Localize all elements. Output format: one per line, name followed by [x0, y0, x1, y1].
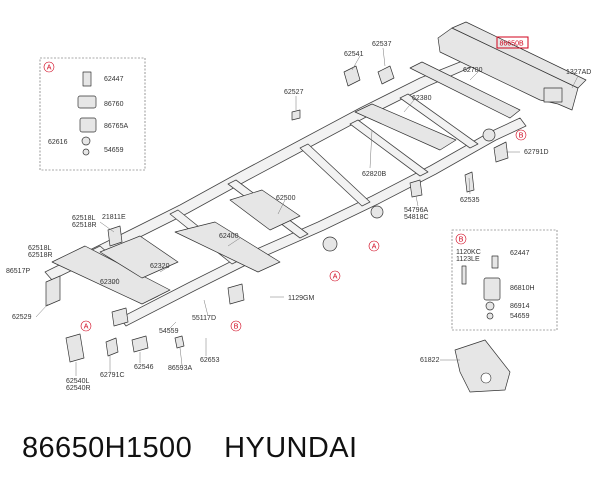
svg-text:86810H: 86810H	[510, 285, 535, 292]
inset-b: B 1120KC 1123LE 62447 86810H 86914 54659	[451, 229, 558, 331]
svg-text:55117D: 55117D	[192, 315, 216, 322]
inset-a: A 62447 86760 86765A 62616 54659	[39, 57, 146, 171]
svg-text:54796A: 54796A	[404, 207, 428, 214]
svg-text:54559: 54559	[159, 328, 179, 335]
svg-text:62529: 62529	[12, 314, 32, 321]
svg-text:B: B	[459, 237, 464, 244]
svg-text:62380: 62380	[412, 95, 432, 102]
svg-text:A: A	[47, 65, 52, 72]
svg-text:A: A	[372, 244, 377, 251]
svg-text:1123LE: 1123LE	[456, 256, 480, 263]
svg-text:A: A	[333, 274, 338, 281]
svg-text:1129GM: 1129GM	[288, 295, 314, 302]
svg-text:62540R: 62540R	[66, 385, 91, 392]
svg-text:62447: 62447	[510, 250, 530, 257]
svg-text:62300: 62300	[100, 279, 120, 286]
svg-text:62400: 62400	[219, 233, 239, 240]
part-labels: 62541 62537 62700 1327AD 62527 62380 627…	[6, 41, 591, 392]
svg-text:B: B	[519, 133, 524, 140]
svg-text:21811E: 21811E	[102, 214, 126, 221]
svg-text:62700: 62700	[463, 67, 483, 74]
svg-text:62320: 62320	[150, 263, 170, 270]
svg-text:86650B: 86650B	[500, 41, 524, 48]
svg-text:62653: 62653	[200, 357, 220, 364]
svg-text:62537: 62537	[372, 41, 392, 48]
caption: 86650H1500 HYUNDAI	[22, 424, 600, 472]
part-number: 86650H1500	[22, 431, 193, 464]
svg-text:62518R: 62518R	[28, 252, 53, 259]
svg-text:62616: 62616	[48, 139, 68, 146]
svg-text:A: A	[84, 324, 89, 331]
svg-text:86765A: 86765A	[104, 123, 128, 130]
chassis-frame	[44, 57, 527, 327]
mount-parts	[45, 65, 509, 363]
svg-text:86517P: 86517P	[6, 268, 30, 275]
svg-text:86760: 86760	[104, 101, 124, 108]
svg-text:62447: 62447	[104, 76, 124, 83]
svg-text:62546: 62546	[134, 364, 154, 371]
svg-text:62518L: 62518L	[72, 215, 95, 222]
svg-text:B: B	[234, 324, 239, 331]
svg-text:54659: 54659	[104, 147, 124, 154]
svg-text:62518L: 62518L	[28, 245, 51, 252]
svg-text:62791C: 62791C	[100, 372, 125, 379]
rear-bumper-beam	[437, 21, 587, 111]
rear-crossbar	[409, 61, 521, 119]
svg-text:62791D: 62791D	[524, 149, 549, 156]
svg-text:1120KC: 1120KC	[456, 249, 481, 256]
highlighted-part-callout: 86650B	[496, 36, 529, 49]
svg-text:62500: 62500	[276, 195, 296, 202]
leader-lines	[35, 47, 579, 376]
svg-text:62535: 62535	[460, 197, 480, 204]
svg-text:86914: 86914	[510, 303, 530, 310]
svg-text:62527: 62527	[284, 89, 304, 96]
mount-bracket-61822: 61822	[420, 339, 511, 393]
svg-text:61822: 61822	[420, 357, 440, 364]
svg-text:62541: 62541	[344, 51, 364, 58]
section-markers: B A A B A	[80, 129, 527, 332]
svg-text:62540L: 62540L	[66, 378, 89, 385]
svg-text:54818C: 54818C	[404, 214, 429, 221]
svg-text:62820B: 62820B	[362, 171, 386, 178]
svg-text:62518R: 62518R	[72, 222, 97, 229]
svg-text:86593A: 86593A	[168, 365, 192, 372]
svg-text:1327AD: 1327AD	[566, 69, 591, 76]
svg-text:54659: 54659	[510, 313, 530, 320]
frame-exploded-diagram: A 62447 86760 86765A 62616 54659 B 1120K…	[6, 21, 591, 393]
brand-name: HYUNDAI	[224, 431, 358, 464]
